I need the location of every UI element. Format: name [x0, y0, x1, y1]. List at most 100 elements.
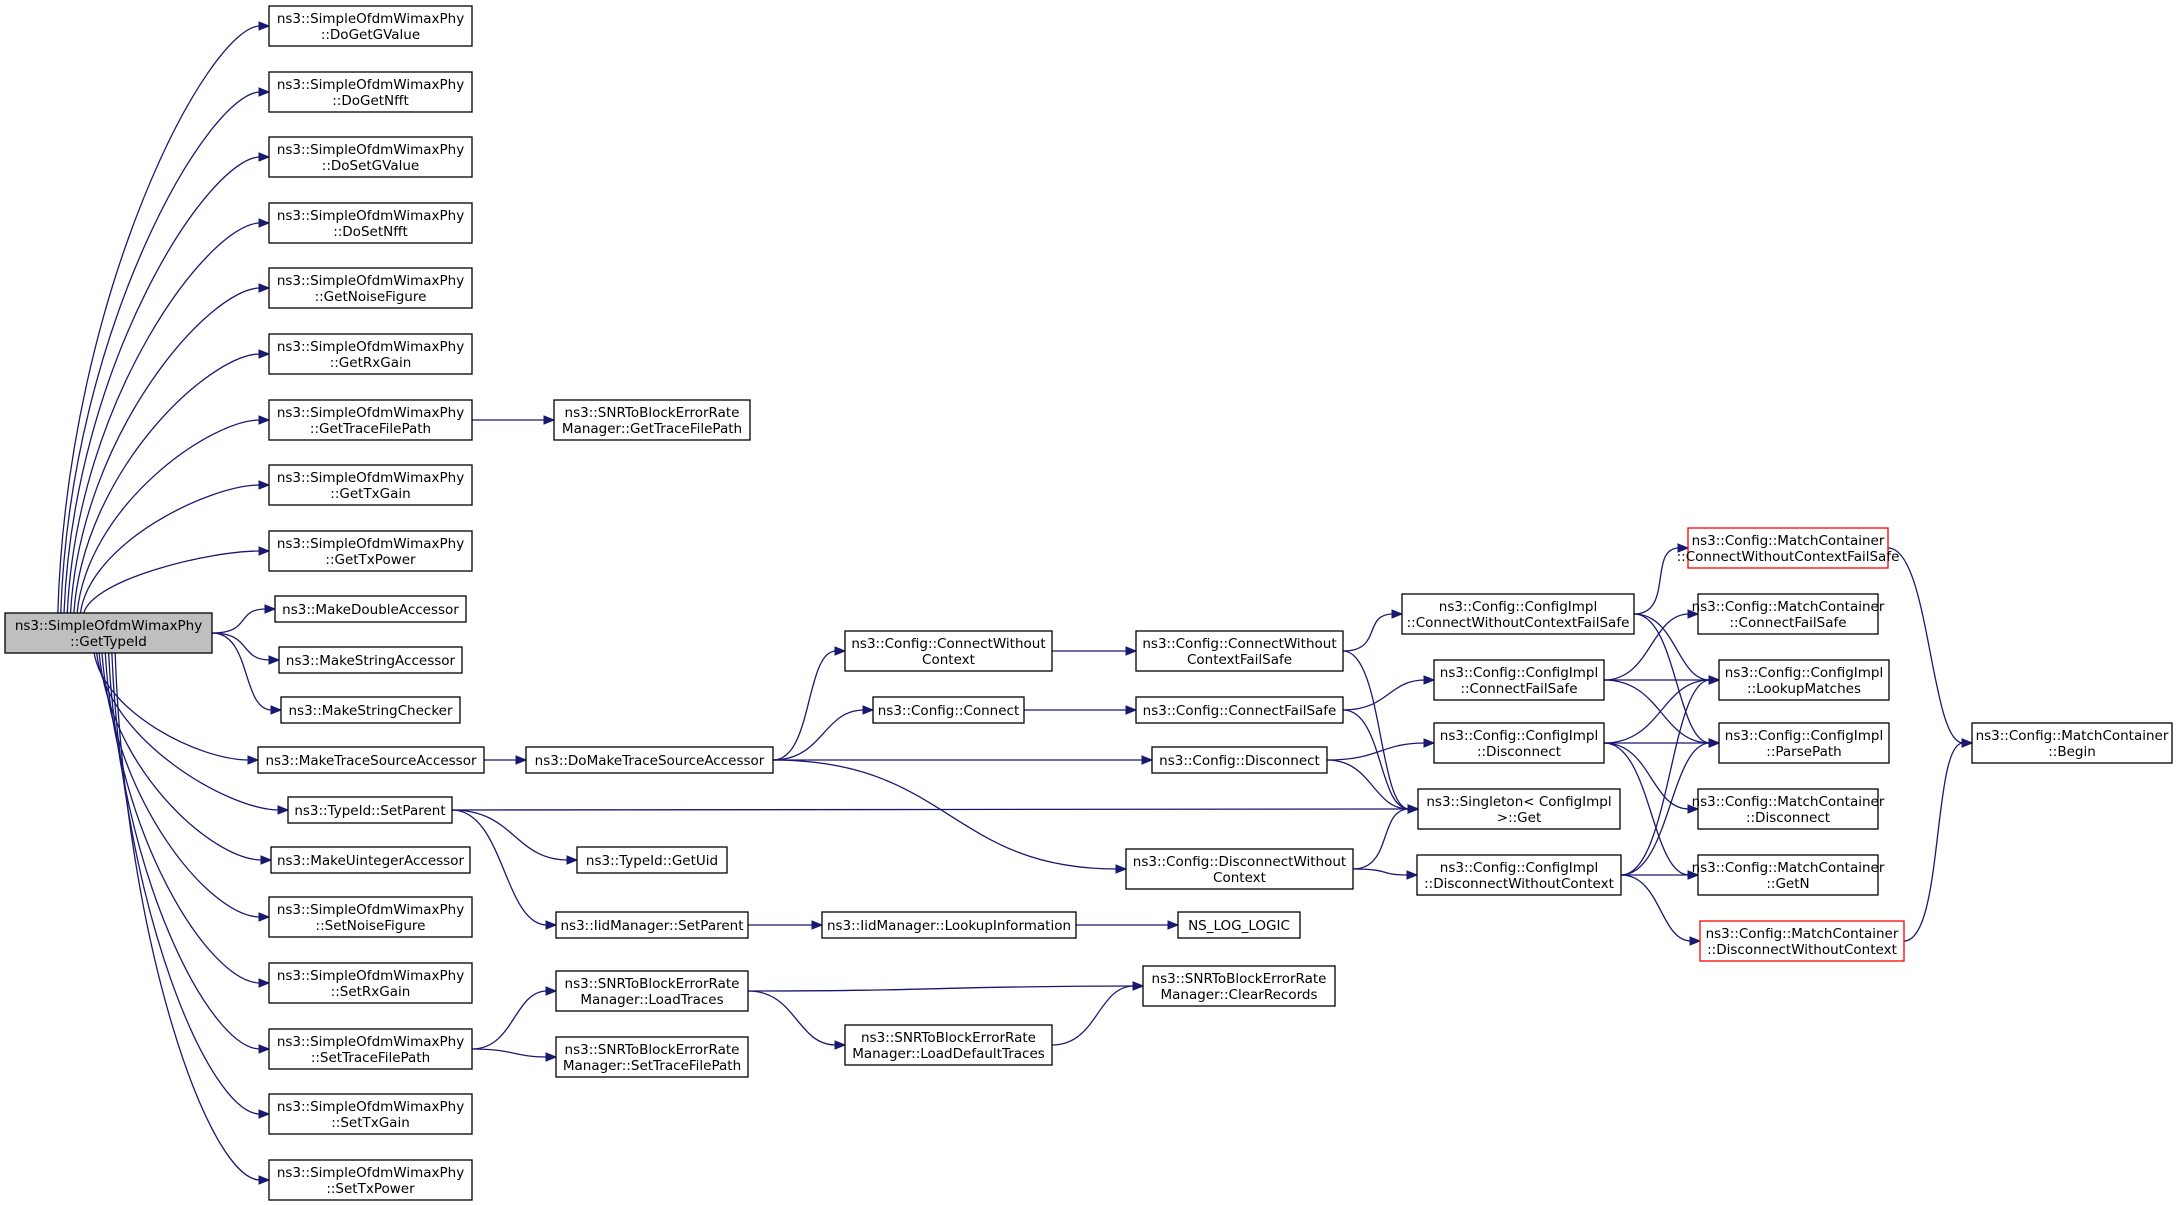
arrowhead: [545, 986, 558, 996]
arrowhead: [1141, 755, 1154, 765]
node-label-line: ns3::SimpleOfdmWimaxPhy: [277, 208, 464, 224]
edge-do-make-trace-source-accessor-to-config-disconnect-without-context: [772, 759, 1118, 870]
node-impl-disconnect[interactable]: ns3::Config::ConfigImpl::Disconnect: [1433, 722, 1605, 764]
node-label-line: ns3::MakeStringAccessor: [286, 653, 456, 669]
node-set-trace-file-path[interactable]: ns3::SimpleOfdmWimaxPhy::SetTraceFilePat…: [268, 1028, 473, 1070]
edge-root-to-get-rx-gain: [73, 353, 261, 614]
arrowhead: [258, 480, 271, 490]
edge-config-connect-failsafe-to-impl-connect-failsafe: [1342, 679, 1426, 711]
node-make-uinteger-accessor[interactable]: ns3::MakeUintegerAccessor: [270, 846, 471, 874]
node-label-line: ::GetN: [1766, 876, 1809, 892]
node-iid-set-parent[interactable]: ns3::IidManager::SetParent: [555, 911, 749, 939]
node-typeid-get-uid[interactable]: ns3::TypeId::GetUid: [576, 846, 728, 874]
node-config-connect-failsafe[interactable]: ns3::Config::ConnectFailSafe: [1135, 696, 1344, 724]
node-snr-set-trace-file-path[interactable]: ns3::SNRToBlockErrorRateManager::SetTrac…: [555, 1036, 749, 1078]
node-impl-parse-path[interactable]: ns3::Config::ConfigImpl::ParsePath: [1718, 722, 1890, 764]
node-label-line: ::GetTxPower: [325, 552, 416, 568]
node-box: [268, 464, 473, 506]
edge-snr-load-traces-to-snr-load-default-traces: [747, 990, 837, 1046]
arrowhead: [258, 283, 271, 293]
node-label-line: ::SetTxGain: [331, 1115, 410, 1131]
node-get-rx-gain[interactable]: ns3::SimpleOfdmWimaxPhy::GetRxGain: [268, 333, 473, 375]
node-do-set-gvalue[interactable]: ns3::SimpleOfdmWimaxPhy::DoSetGValue: [268, 136, 473, 178]
node-box: [257, 746, 485, 774]
node-impl-connect-without-context-failsafe[interactable]: ns3::Config::ConfigImpl::ConnectWithoutC…: [1401, 593, 1635, 635]
node-make-string-accessor[interactable]: ns3::MakeStringAccessor: [278, 646, 463, 674]
node-mc-disconnect[interactable]: ns3::Config::MatchContainer::Disconnect: [1692, 788, 1885, 830]
node-snr-clear-records[interactable]: ns3::SNRToBlockErrorRateManager::ClearRe…: [1142, 965, 1336, 1007]
node-make-trace-source-accessor[interactable]: ns3::MakeTraceSourceAccessor: [257, 746, 485, 774]
arrowhead: [277, 805, 290, 815]
arrowhead: [545, 920, 558, 930]
edge-mc-disconnect-without-context-to-mc-begin: [1903, 742, 1964, 942]
edge-root-to-get-noise-figure: [69, 287, 261, 614]
edge-root-to-get-tx-gain: [79, 484, 261, 614]
node-mc-get-n[interactable]: ns3::Config::MatchContainer::GetN: [1692, 854, 1885, 896]
node-label-line: ns3::SimpleOfdmWimaxPhy: [277, 11, 464, 27]
node-do-set-nfft[interactable]: ns3::SimpleOfdmWimaxPhy::DoSetNfft: [268, 202, 473, 244]
edge-config-connect-without-context-failsafe-to-impl-connect-without-context-failsafe: [1342, 613, 1394, 652]
node-impl-lookup-matches[interactable]: ns3::Config::ConfigImpl::LookupMatches: [1718, 659, 1890, 701]
node-make-double-accessor[interactable]: ns3::MakeDoubleAccessor: [274, 595, 467, 623]
node-set-rx-gain[interactable]: ns3::SimpleOfdmWimaxPhy::SetRxGain: [268, 962, 473, 1004]
arrowhead: [258, 546, 271, 556]
node-mc-disconnect-without-context[interactable]: ns3::Config::MatchContainer::DisconnectW…: [1699, 920, 1905, 962]
node-ns-log-logic[interactable]: NS_LOG_LOGIC: [1177, 911, 1301, 939]
node-label-line: ::DoSetGValue: [322, 158, 419, 174]
node-snr-load-default-traces[interactable]: ns3::SNRToBlockErrorRateManager::LoadDef…: [844, 1024, 1053, 1066]
node-mc-connect-without-context-failsafe[interactable]: ns3::Config::MatchContainer::ConnectWith…: [1677, 527, 1900, 569]
arrowhead: [270, 705, 283, 715]
node-label-line: Manager::GetTraceFilePath: [562, 421, 742, 437]
node-snr-load-traces[interactable]: ns3::SNRToBlockErrorRateManager::LoadTra…: [555, 970, 749, 1012]
node-box: [844, 630, 1053, 672]
node-label-line: ns3::SimpleOfdmWimaxPhy: [15, 618, 202, 634]
edge-root-to-set-noise-figure: [101, 652, 261, 918]
arrowhead: [247, 755, 260, 765]
node-label-line: ns3::SNRToBlockErrorRate: [565, 1042, 740, 1058]
arrowhead: [834, 1040, 847, 1050]
node-set-tx-power[interactable]: ns3::SimpleOfdmWimaxPhy::SetTxPower: [268, 1159, 473, 1201]
node-box: [268, 962, 473, 1004]
node-label-line: ::DoSetNfft: [333, 224, 408, 240]
node-box: [821, 911, 1077, 939]
node-get-tx-power[interactable]: ns3::SimpleOfdmWimaxPhy::GetTxPower: [268, 530, 473, 572]
node-box: [1125, 848, 1354, 890]
node-get-noise-figure[interactable]: ns3::SimpleOfdmWimaxPhy::GetNoiseFigure: [268, 267, 473, 309]
node-label-line: ns3::Config::MatchContainer: [1976, 728, 2169, 744]
node-label-line: ::DisconnectWithoutContext: [1424, 876, 1614, 892]
node-label-line: ns3::MakeTraceSourceAccessor: [265, 753, 476, 769]
node-typeid-set-parent[interactable]: ns3::TypeId::SetParent: [287, 796, 453, 824]
node-impl-connect-failsafe[interactable]: ns3::Config::ConfigImpl::ConnectFailSafe: [1433, 659, 1605, 701]
node-do-get-nfft[interactable]: ns3::SimpleOfdmWimaxPhy::DoGetNfft: [268, 71, 473, 113]
node-box: [1142, 965, 1336, 1007]
node-do-get-gvalue[interactable]: ns3::SimpleOfdmWimaxPhy::DoGetGValue: [268, 5, 473, 47]
node-singleton-get[interactable]: ns3::Singleton< ConfigImpl >::Get: [1417, 788, 1621, 830]
node-get-trace-file-path[interactable]: ns3::SimpleOfdmWimaxPhy::GetTraceFilePat…: [268, 399, 473, 441]
node-set-noise-figure[interactable]: ns3::SimpleOfdmWimaxPhy::SetNoiseFigure: [268, 896, 473, 938]
node-box: [1417, 788, 1621, 830]
node-make-string-checker[interactable]: ns3::MakeStringChecker: [280, 696, 461, 724]
node-iid-lookup-information[interactable]: ns3::IidManager::LookupInformation: [821, 911, 1077, 939]
edge-root-to-make-string-accessor: [211, 632, 271, 661]
node-label-line: ::GetNoiseFigure: [315, 289, 427, 305]
node-box: [268, 333, 473, 375]
node-label-line: ns3::Config::MatchContainer: [1692, 533, 1885, 549]
node-impl-disconnect-without-context[interactable]: ns3::Config::ConfigImpl::DisconnectWitho…: [1416, 854, 1622, 896]
node-label-line: ns3::SimpleOfdmWimaxPhy: [277, 273, 464, 289]
node-config-connect-without-context-failsafe[interactable]: ns3::Config::ConnectWithoutContextFailSa…: [1135, 630, 1344, 672]
arrowhead: [1687, 804, 1700, 814]
node-set-tx-gain[interactable]: ns3::SimpleOfdmWimaxPhy::SetTxGain: [268, 1093, 473, 1135]
node-mc-begin[interactable]: ns3::Config::MatchContainer::Begin: [1971, 722, 2173, 764]
node-config-disconnect[interactable]: ns3::Config::Disconnect: [1151, 746, 1328, 774]
node-mc-connect-failsafe[interactable]: ns3::Config::MatchContainer::ConnectFail…: [1692, 593, 1885, 635]
node-config-disconnect-without-context[interactable]: ns3::Config::DisconnectWithoutContext: [1125, 848, 1354, 890]
node-get-tx-gain[interactable]: ns3::SimpleOfdmWimaxPhy::GetTxGain: [268, 464, 473, 506]
node-root[interactable]: ns3::SimpleOfdmWimaxPhy::GetTypeId: [4, 612, 213, 654]
node-snr-get-trace-file-path[interactable]: ns3::SNRToBlockErrorRateManager::GetTrac…: [553, 399, 751, 441]
node-label-line: ns3::IidManager::LookupInformation: [827, 918, 1071, 934]
node-do-make-trace-source-accessor[interactable]: ns3::DoMakeTraceSourceAccessor: [525, 746, 774, 774]
arrowhead: [862, 705, 875, 715]
node-config-connect[interactable]: ns3::Config::Connect: [872, 696, 1025, 724]
node-config-connect-without-context[interactable]: ns3::Config::ConnectWithoutContext: [844, 630, 1053, 672]
node-label-line: ns3::Singleton< ConfigImpl: [1426, 794, 1611, 810]
